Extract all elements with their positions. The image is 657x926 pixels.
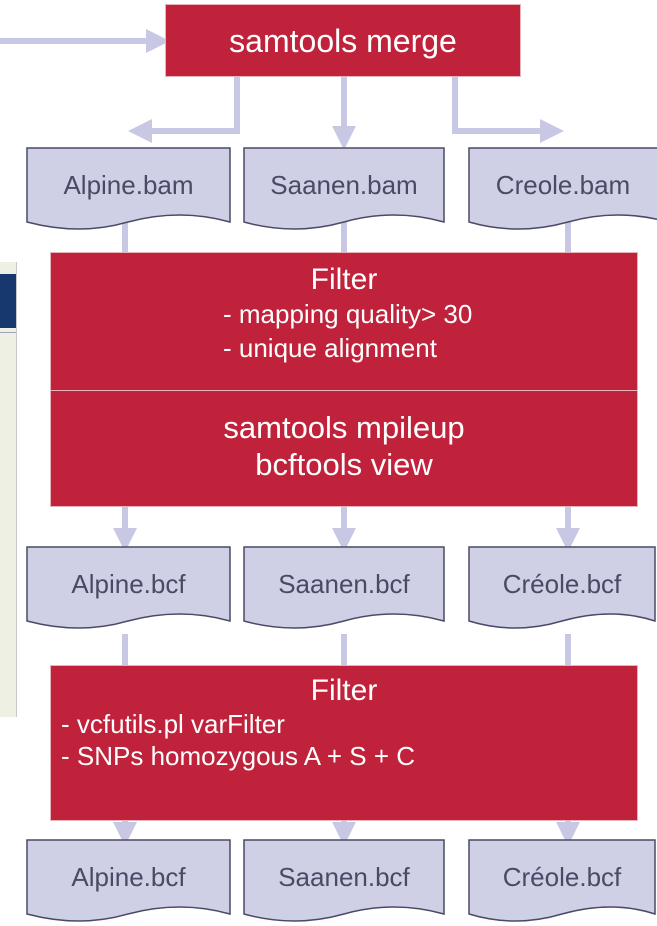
- filter-quality-title: Filter: [310, 263, 378, 296]
- alpine-bam-shape: [26, 147, 231, 230]
- saanen-bam-shape: [243, 147, 445, 230]
- alpine-bcf-final-shape: [26, 839, 231, 922]
- creole-bam-doc: Creole.bam: [469, 148, 657, 222]
- alpine-bam-doc: Alpine.bam: [27, 148, 230, 222]
- mpileup-line-1: samtools mpileup: [223, 410, 465, 445]
- samtools-merge-box: samtools merge: [165, 4, 521, 77]
- merge-to-creole-connector: [452, 76, 564, 143]
- alpine-bam-label: Alpine.bam: [63, 170, 194, 200]
- creole-bam-shape: [468, 147, 657, 230]
- saanen-bam-label: Saanen.bam: [270, 170, 418, 200]
- saanen-bcf-shape: [243, 546, 445, 629]
- filter-snp-title: Filter: [310, 674, 378, 707]
- creole-bcf-final-label: Créole.bcf: [502, 862, 622, 892]
- mpileup-line-2: bcftools view: [255, 447, 433, 482]
- alpine-bcf-final-doc: Alpine.bcf: [27, 840, 230, 914]
- saanen-bam-doc: Saanen.bam: [244, 148, 444, 222]
- window-titlebar-fragment: [0, 274, 16, 328]
- mpileup-box: samtools mpileup bcftools view: [50, 390, 638, 507]
- creole-bcf-shape: [468, 546, 656, 629]
- samtools-merge-label: samtools merge: [229, 23, 457, 59]
- alpine-bcf-final-label: Alpine.bcf: [71, 862, 186, 892]
- alpine-bcf-shape: [26, 546, 231, 629]
- alpine-bcf-label: Alpine.bcf: [71, 569, 186, 599]
- saanen-bcf-label: Saanen.bcf: [278, 569, 410, 599]
- saanen-bcf-final-doc: Saanen.bcf: [244, 840, 444, 914]
- creole-bcf-label: Créole.bcf: [502, 569, 622, 599]
- filter-quality-box: Filter - mapping quality> 30 - unique al…: [50, 252, 638, 392]
- saanen-bcf-final-shape: [243, 839, 445, 922]
- alpine-bcf-doc: Alpine.bcf: [27, 547, 230, 621]
- saanen-bcf-doc: Saanen.bcf: [244, 547, 444, 621]
- creole-bcf-doc: Créole.bcf: [469, 547, 655, 621]
- creole-bcf-final-shape: [468, 839, 656, 922]
- creole-bcf-final-doc: Créole.bcf: [469, 840, 655, 914]
- filter-mapping-quality: - mapping quality> 30: [223, 299, 473, 329]
- filter-snps-homozygous: - SNPs homozygous A + S + C: [61, 741, 416, 771]
- saanen-bcf-final-label: Saanen.bcf: [278, 862, 410, 892]
- filter-snp-box: Filter - vcfutils.pl varFilter - SNPs ho…: [50, 665, 638, 821]
- filter-unique-alignment: - unique alignment: [223, 333, 437, 363]
- creole-bam-label: Creole.bam: [495, 170, 631, 200]
- background-window-edge: [0, 262, 17, 717]
- filter-varfilter: - vcfutils.pl varFilter: [61, 709, 285, 739]
- merge-to-alpine-connector: [128, 76, 240, 143]
- window-divider: [0, 332, 16, 333]
